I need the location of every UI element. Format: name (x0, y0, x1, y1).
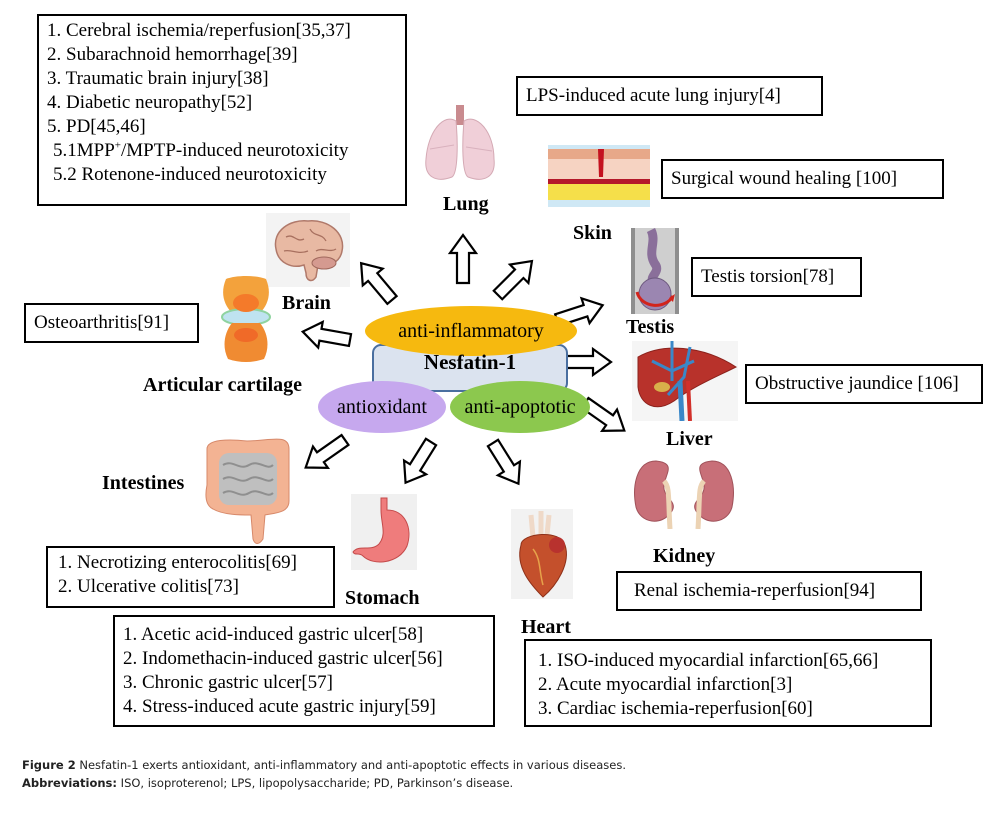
stomach-disease-box: 1. Acetic acid-induced gastric ulcer[58]… (113, 615, 495, 727)
arrow-to-cartilage (299, 317, 354, 354)
anti-inflammatory-label: anti-inflammatory (398, 319, 544, 342)
heart-disease-box: 1. ISO-induced myocardial infarction[65,… (524, 639, 932, 727)
brain-disease-item: 1. Cerebral ischemia/reperfusion[35,37] (47, 20, 351, 41)
skin-disease-item: Surgical wound healing [100] (671, 168, 898, 189)
arrow-to-stomach (393, 434, 444, 491)
arrow-to-lung (448, 233, 478, 285)
brain-disease-item: 4. Diabetic neuropathy[52] (47, 92, 253, 113)
lung-illustration (425, 105, 495, 180)
intestines-illustration (205, 438, 290, 544)
kidney-illustration (634, 460, 734, 529)
skin-disease-box: Surgical wound healing [100] (661, 159, 944, 199)
intestines-disease-box: 1. Necrotizing enterocolitis[69] 2. Ulce… (46, 546, 335, 608)
brain-disease-item: 2. Subarachnoid hemorrhage[39] (47, 44, 298, 65)
heart-illustration (511, 509, 573, 599)
abbreviations-text: ISO, isoproterenol; LPS, lipopolysacchar… (117, 776, 514, 790)
heart-label: Heart (521, 616, 571, 638)
arrow-to-intestines (297, 428, 354, 480)
brain-disease-subitem: 5.1MPP+/MPTP-induced neurotoxicity (47, 139, 397, 163)
skin-illustration (548, 145, 650, 207)
figure-caption: Figure 2 Nesfatin-1 exerts antioxidant, … (22, 758, 626, 772)
cartilage-disease-item: Osteoarthritis[91] (34, 312, 170, 333)
abbreviations-label: Abbreviations: (22, 776, 118, 790)
superscript: + (114, 139, 121, 152)
stomach-label: Stomach (345, 587, 420, 609)
skin-label: Skin (573, 222, 612, 244)
intestines-label: Intestines (102, 472, 185, 494)
intestines-disease-item: 2. Ulcerative colitis[73] (58, 576, 239, 597)
subitem-prefix: 5.1MPP (53, 140, 115, 161)
subitem-suffix: /MPTP-induced neurotoxicity (121, 140, 349, 161)
stomach-disease-item: 3. Chronic gastric ulcer[57] (123, 672, 333, 693)
figure-description: Nesfatin-1 exerts antioxidant, anti-infl… (75, 758, 627, 772)
arrow-to-liver (561, 347, 613, 377)
intestines-disease-item: 1. Necrotizing enterocolitis[69] (58, 552, 298, 573)
lung-disease-item: LPS-induced acute lung injury[4] (526, 85, 781, 106)
kidney-label: Kidney (653, 545, 716, 567)
nesfatin-title: Nesfatin-1 (423, 350, 517, 374)
stomach-disease-item: 2. Indomethacin-induced gastric ulcer[56… (123, 648, 443, 669)
heart-disease-item: 1. ISO-induced myocardial infarction[65,… (538, 650, 879, 671)
antioxidant-label: antioxidant (337, 395, 427, 418)
arrow-to-brain (350, 253, 404, 310)
liver-disease-item: Obstructive jaundice [106] (755, 373, 959, 394)
kidney-disease-box: Renal ischemia-reperfusion[94] (616, 571, 922, 611)
figure-number: Figure 2 (22, 758, 76, 772)
cartilage-label: Articular cartilage (143, 374, 303, 396)
arrow-to-heart (480, 435, 531, 492)
stomach-disease-item: 1. Acetic acid-induced gastric ulcer[58] (123, 624, 424, 645)
brain-disease-item: 5. PD[45,46] (47, 116, 146, 137)
liver-disease-box: Obstructive jaundice [106] (745, 364, 983, 404)
brain-label: Brain (282, 292, 331, 314)
heart-disease-item: 3. Cardiac ischemia-reperfusion[60] (538, 698, 813, 719)
brain-disease-item: 3. Traumatic brain injury[38] (47, 68, 269, 89)
liver-label: Liver (666, 428, 713, 450)
anti-apoptotic-ellipse: anti-apoptotic (450, 381, 590, 433)
testis-disease-item: Testis torsion[78] (701, 266, 835, 287)
testis-label: Testis (626, 316, 675, 338)
brain-disease-box: 1. Cerebral ischemia/reperfusion[35,37] … (37, 14, 407, 206)
liver-illustration (632, 341, 738, 421)
arrow-to-skin (487, 250, 543, 306)
testis-illustration (631, 228, 679, 314)
lung-disease-box: LPS-induced acute lung injury[4] (516, 76, 823, 116)
stomach-illustration (351, 494, 417, 570)
antioxidant-ellipse: antioxidant (318, 381, 446, 433)
testis-disease-box: Testis torsion[78] (691, 257, 862, 297)
anti-inflammatory-ellipse: anti-inflammatory (365, 306, 577, 356)
anti-apoptotic-label: anti-apoptotic (464, 395, 576, 418)
cartilage-illustration (221, 276, 271, 362)
lung-label: Lung (443, 193, 489, 215)
cartilage-disease-box: Osteoarthritis[91] (24, 303, 199, 343)
abbreviations-caption: Abbreviations: ISO, isoproterenol; LPS, … (22, 776, 513, 790)
kidney-disease-item: Renal ischemia-reperfusion[94] (634, 580, 876, 601)
stomach-disease-item: 4. Stress-induced acute gastric injury[5… (123, 696, 436, 717)
brain-disease-subitem: 5.2 Rotenone-induced neurotoxicity (53, 164, 327, 185)
brain-illustration (266, 213, 350, 287)
heart-disease-item: 2. Acute myocardial infarction[3] (538, 674, 793, 695)
